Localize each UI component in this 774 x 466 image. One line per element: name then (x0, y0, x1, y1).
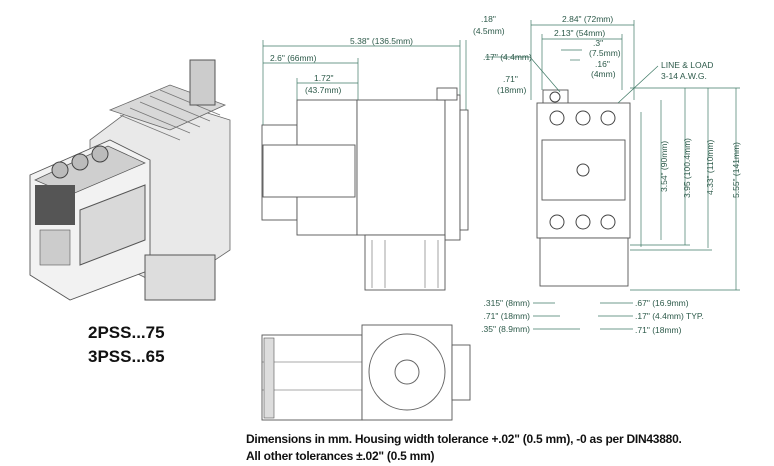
model-label-2pss: 2PSS...75 (88, 323, 165, 342)
caption-line-1: Dimensions in mm. Housing width toleranc… (246, 432, 682, 446)
caption-line-2: All other tolerances ±.02" (0.5 mm) (246, 449, 435, 463)
dim-terminal-18-in: .71" (503, 74, 518, 84)
wire-label-awg: 3-14 A.W.G. (661, 71, 707, 81)
dim-width-72: 2.84" (72mm) (562, 14, 613, 24)
front-view (536, 89, 631, 287)
bottom-view (261, 324, 471, 421)
side-view (261, 87, 469, 291)
dim-height-100: 3.95 (100.4mm) (682, 138, 692, 198)
dim-pitch-in: .3" (593, 38, 603, 48)
dim-height-141: 5.55" (141mm) (731, 142, 741, 198)
dim-bottom-right-1: .67" (16.9mm) (635, 298, 689, 308)
dim-gap-mm: (4mm) (591, 69, 616, 79)
dim-gap-in: .16" (595, 59, 610, 69)
dim-width-54: 2.13" (54mm) (554, 28, 605, 38)
dim-terminal-18-mm: (18mm) (497, 85, 526, 95)
dim-offset-in: .18" (481, 14, 496, 24)
dim-bottom-right-3: .71" (18mm) (635, 325, 682, 335)
dimension-lines (262, 20, 740, 330)
dim-height-90: 3.54" (90mm) (659, 141, 669, 192)
dim-length-43-mm: (43.7mm) (305, 85, 342, 95)
dim-bottom-left-3: .35" (8.9mm) (481, 324, 530, 334)
dim-length-43-in: 1.72" (314, 73, 334, 83)
model-label-3pss: 3PSS...65 (88, 347, 165, 366)
wire-label-line: LINE & LOAD (661, 60, 713, 70)
product-illustration (29, 59, 231, 301)
dim-pitch-mm: (7.5mm) (589, 48, 621, 58)
dim-bottom-left-1: .315" (8mm) (484, 298, 531, 308)
dim-offset-mm: (4.5mm) (473, 26, 505, 36)
dim-bottom-right-2: .17" (4.4mm) TYP. (635, 311, 704, 321)
dim-length-66: 2.6" (66mm) (270, 53, 317, 63)
dim-height-110: 4.33" (110mm) (705, 140, 715, 195)
dim-bottom-left-2: .71" (18mm) (484, 311, 531, 321)
dim-terminal-4-4: .17" (4.4mm) (483, 52, 532, 62)
dim-overall-length: 5.38" (136.5mm) (350, 36, 413, 46)
